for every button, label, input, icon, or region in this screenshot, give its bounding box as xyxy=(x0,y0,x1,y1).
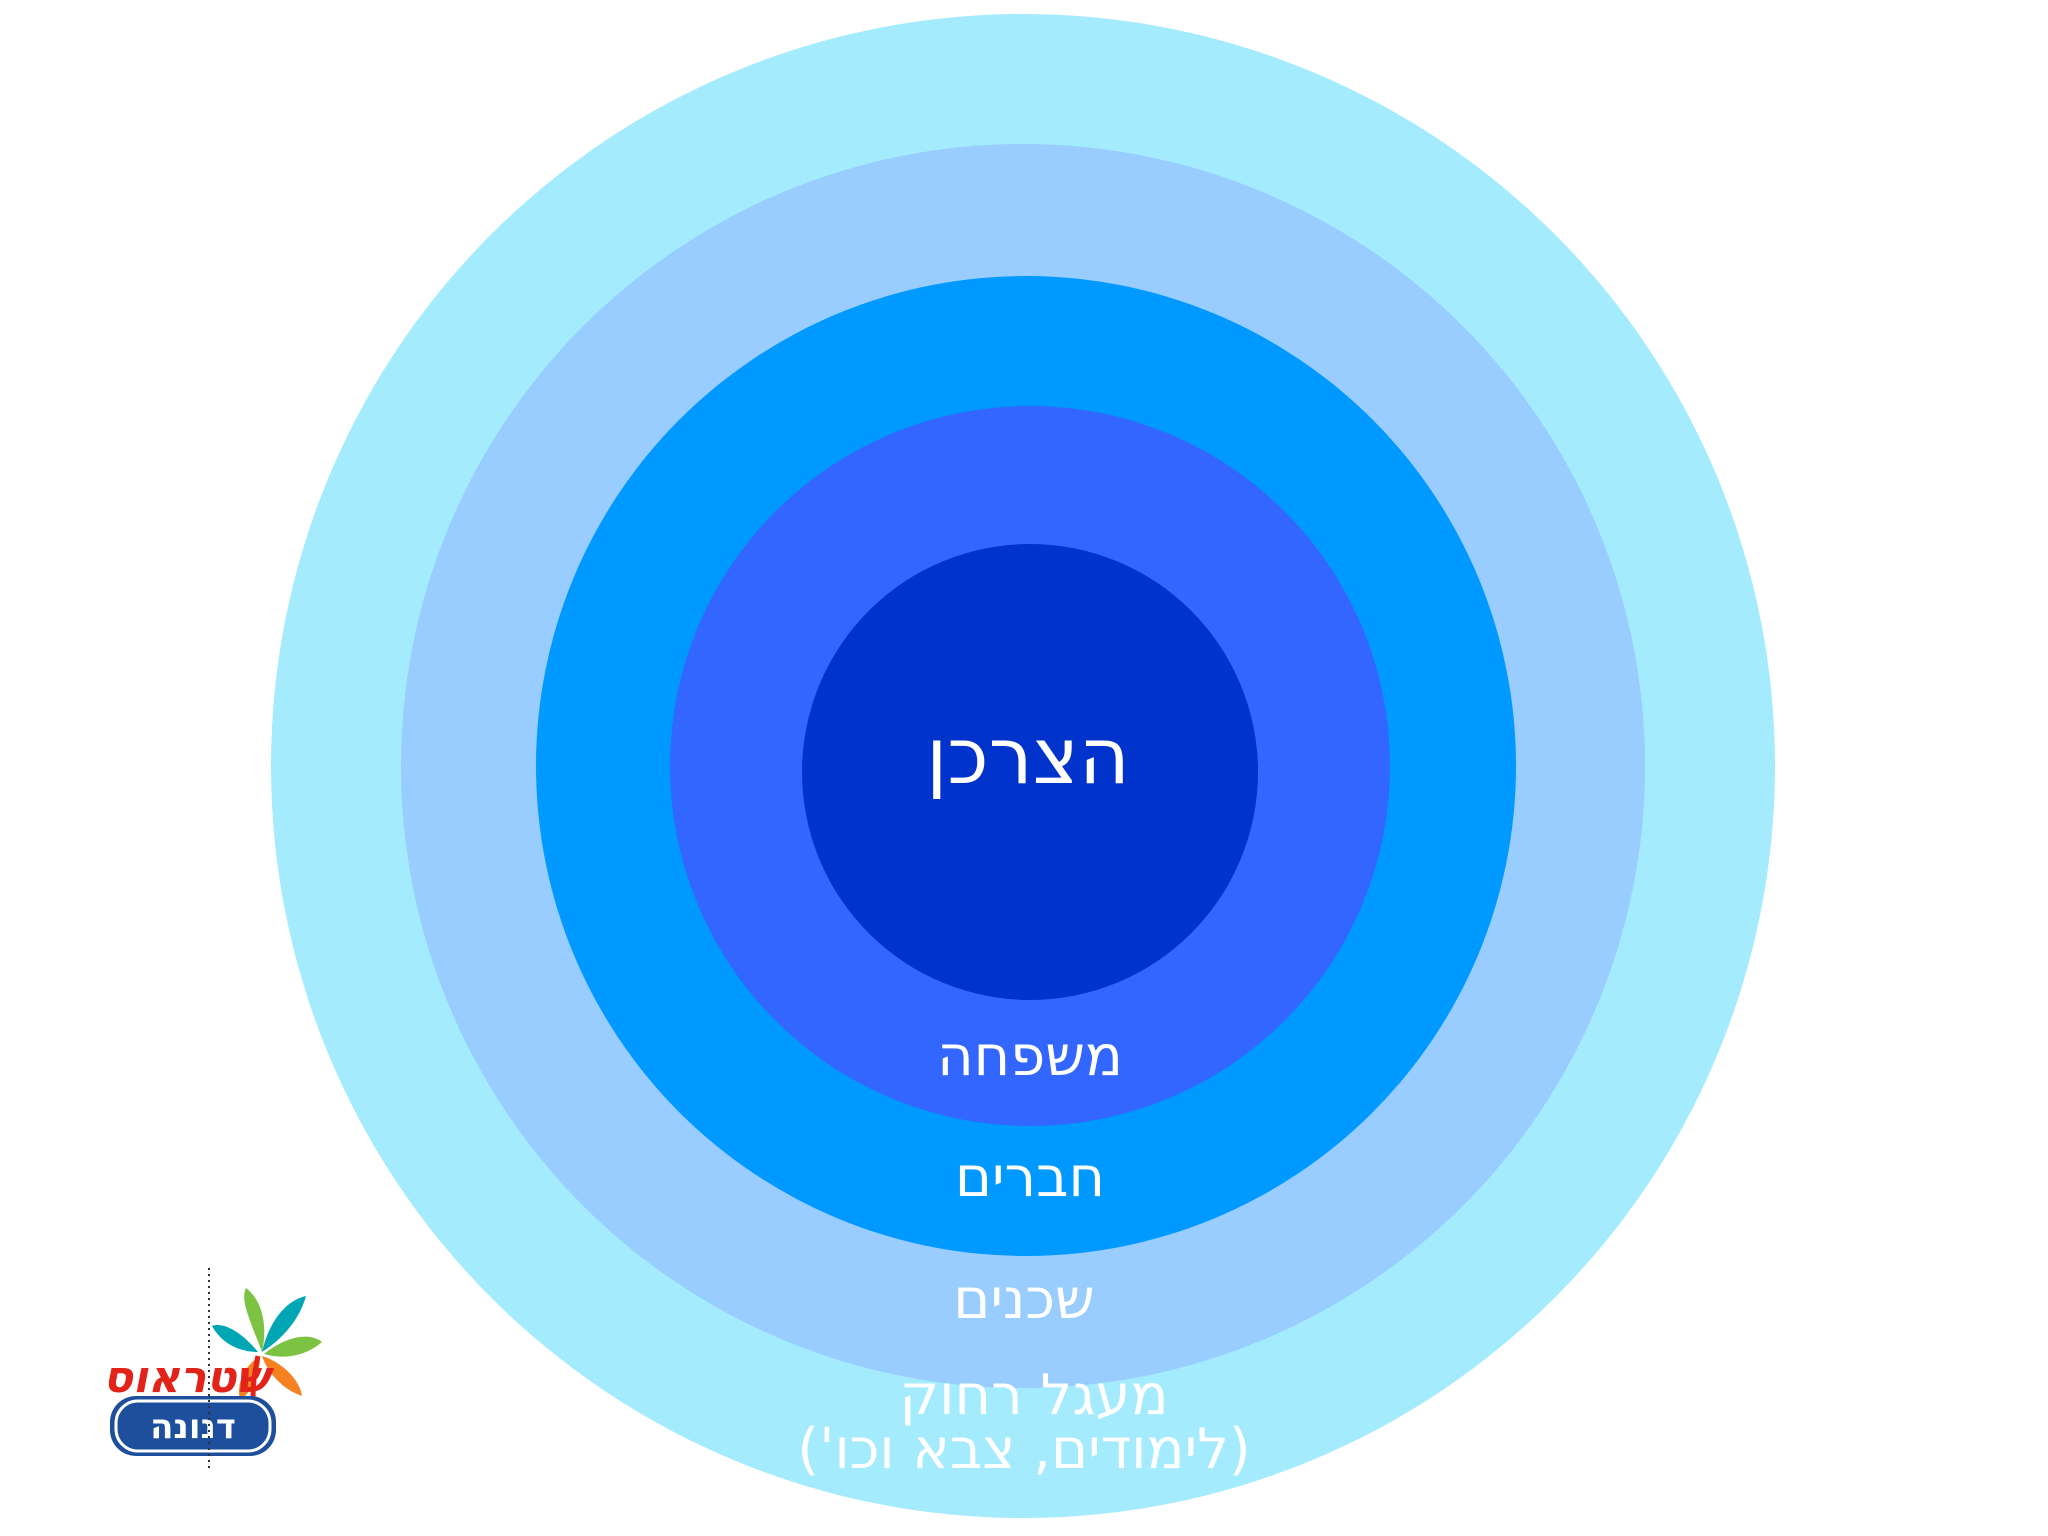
ring-label-neighbors: שכנים xyxy=(953,1267,1094,1332)
center-consumer xyxy=(802,544,1258,1000)
logo-brand-text: שטראוס xyxy=(103,1352,274,1403)
logo-badge-border xyxy=(114,1399,272,1453)
ring-label-family: משפחה xyxy=(937,1024,1123,1089)
palm-leaves-icon xyxy=(212,1288,322,1400)
ring-sublabel-far-circle: (לימודים, צבא וכו') xyxy=(797,1417,1251,1482)
strauss-danone-logo: שטראוס דנונה xyxy=(103,1268,322,1468)
logo-sub-brand-text: דנונה xyxy=(150,1407,236,1447)
center-label: הצרכן xyxy=(926,712,1130,802)
ring-label-far-circle: מעגל רחוק xyxy=(900,1363,1169,1428)
logo-badge xyxy=(110,1396,276,1456)
ring-label-friends: חברים xyxy=(955,1145,1105,1210)
